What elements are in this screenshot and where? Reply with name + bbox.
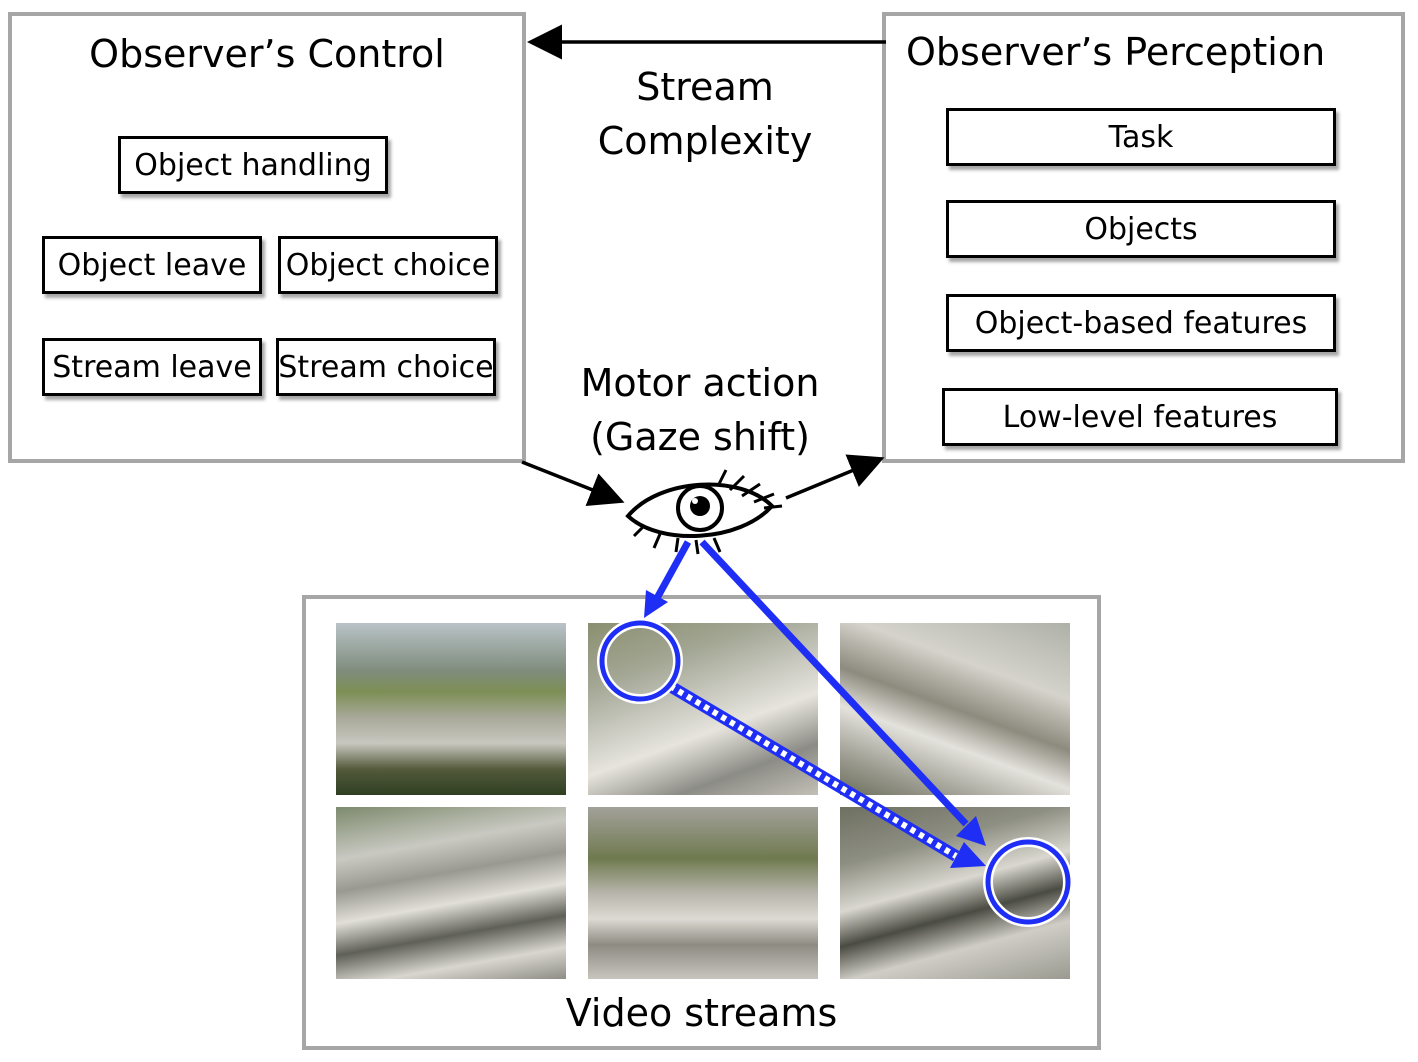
stream-complexity-line1: Stream — [636, 65, 774, 109]
video-streams-title: Video streams — [565, 991, 838, 1035]
video-frame-6 — [840, 807, 1070, 979]
low-level-features-box: Low-level features — [942, 388, 1338, 446]
objects-box: Objects — [946, 200, 1336, 258]
observers-control-panel: Observer’s Control Object handling Objec… — [8, 12, 526, 463]
observers-control-title: Observer’s Control — [89, 32, 445, 76]
motor-action-label: Motor action (Gaze shift) — [550, 356, 850, 464]
video-frame-5 — [588, 807, 818, 979]
motor-action-line1: Motor action — [580, 361, 820, 405]
gaze-shift-dashed — [666, 680, 960, 862]
motor-action-line2: (Gaze shift) — [590, 415, 810, 459]
stream-leave-box: Stream leave — [42, 338, 262, 396]
stream-complexity-line2: Complexity — [597, 119, 813, 163]
object-handling-box: Object handling — [118, 136, 388, 194]
observers-perception-title: Observer’s Perception — [906, 30, 1326, 74]
gaze-arrow-short-head — [644, 590, 668, 618]
gaze-arrow-long-head — [956, 816, 986, 846]
object-based-features-box: Object-based features — [946, 294, 1336, 352]
task-box: Task — [946, 108, 1336, 166]
object-leave-box: Object leave — [42, 236, 262, 294]
eye-icon — [625, 469, 783, 555]
gaze-shift-dashed-head — [950, 842, 986, 868]
video-streams-panel: Video streams — [302, 595, 1101, 1050]
video-frame-4 — [336, 807, 566, 979]
gaze-arrow-long — [699, 539, 969, 827]
observers-perception-panel: Observer’s Perception Task Objects Objec… — [882, 12, 1405, 463]
gaze-arrow-short — [652, 540, 692, 602]
video-frame-3 — [840, 623, 1070, 795]
object-choice-box: Object choice — [278, 236, 498, 294]
target-circle-1-ring — [599, 620, 681, 702]
target-circle-2-ring — [985, 839, 1071, 925]
stream-choice-box: Stream choice — [276, 338, 496, 396]
eye-to-perception-arrow — [785, 454, 885, 500]
control-to-eye-arrow — [521, 460, 625, 506]
stream-complexity-label: Stream Complexity — [560, 60, 850, 168]
video-frame-1 — [336, 623, 566, 795]
